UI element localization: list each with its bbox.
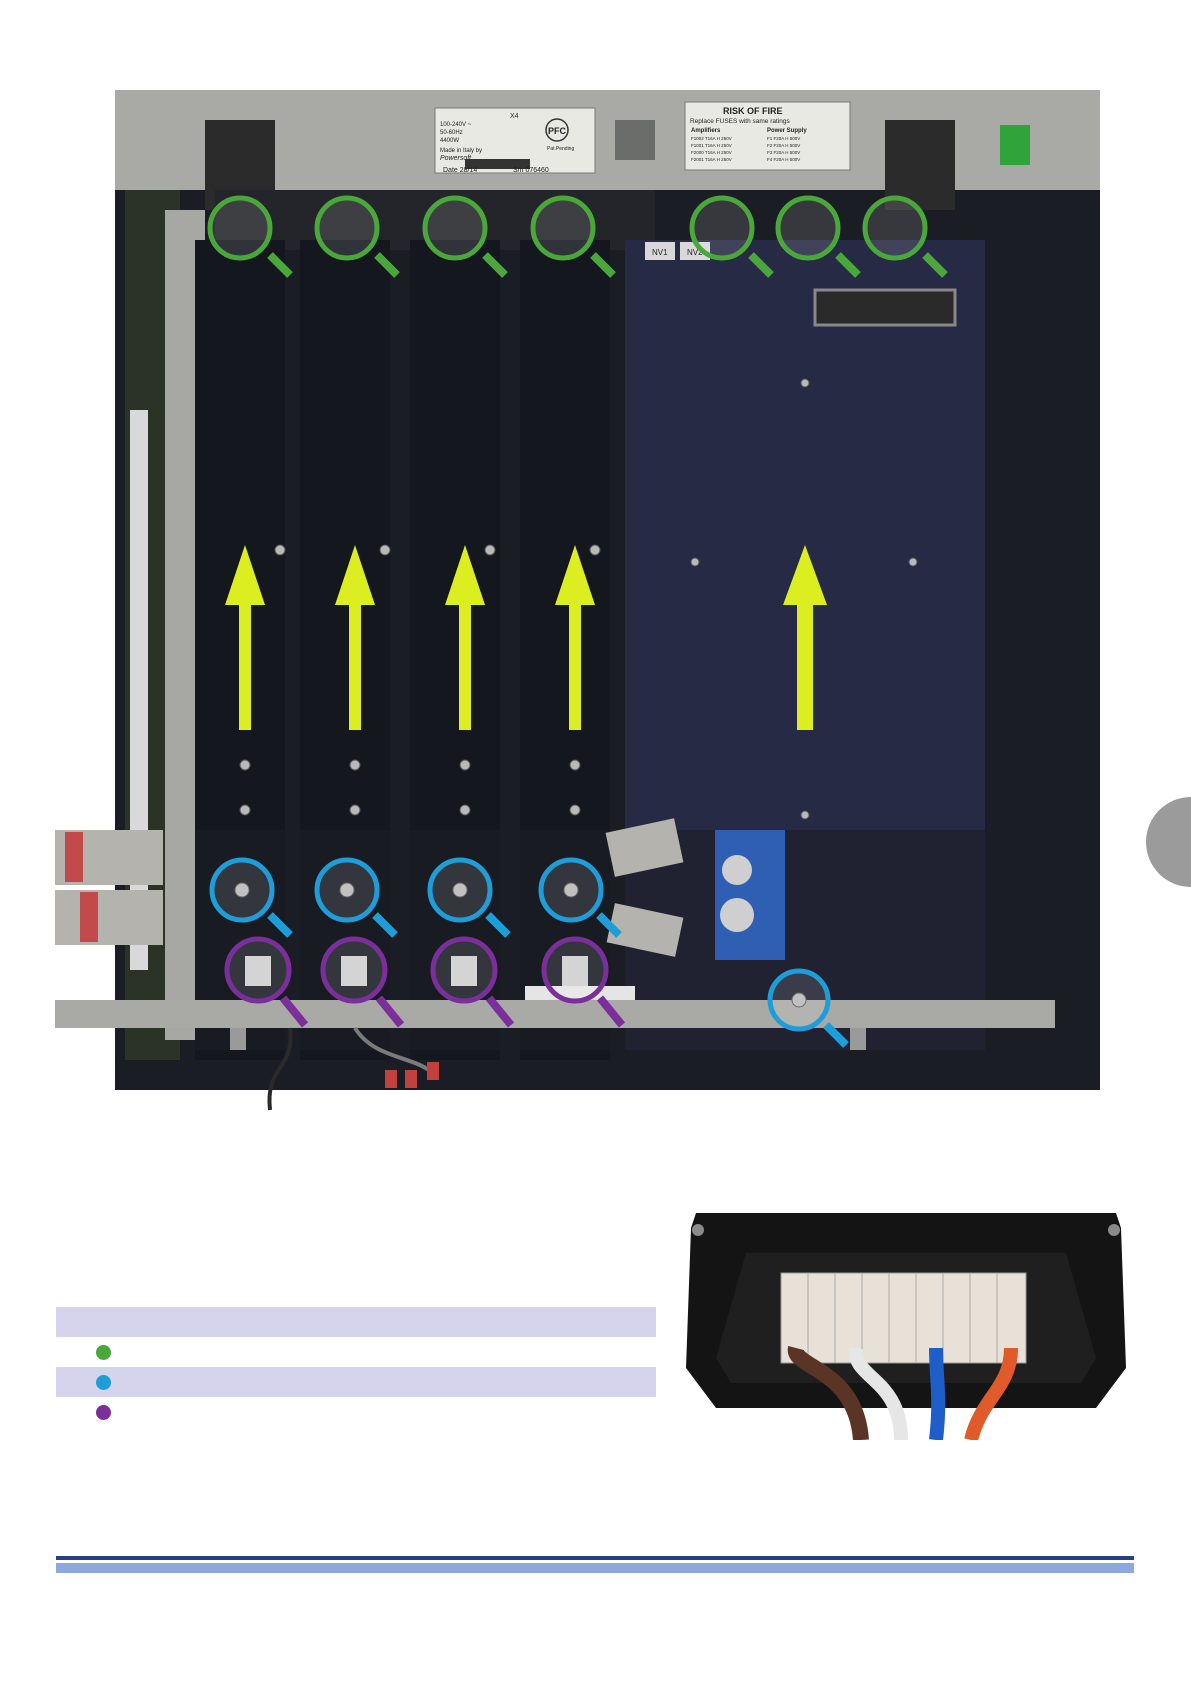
purple-marker-4 — [541, 936, 626, 1028]
blue-board — [715, 830, 785, 960]
svg-text:F2001 T16A H 250V: F2001 T16A H 250V — [691, 157, 732, 162]
psu-tag-2 — [680, 242, 710, 260]
green-dot-icon — [96, 1344, 111, 1360]
green-marker-4 — [530, 195, 616, 278]
arrow-up-1 — [225, 545, 265, 730]
blue-marker-1 — [209, 857, 293, 938]
psu-vent — [813, 288, 957, 327]
svg-text:PFC: PFC — [548, 126, 567, 136]
blue-marker-5 — [767, 968, 849, 1048]
legend-row-header — [56, 1307, 656, 1337]
green-marker-6 — [775, 195, 861, 278]
svg-text:S/n 076460: S/n 076460 — [513, 167, 549, 174]
green-connector — [1000, 125, 1030, 165]
arrow-up-2 — [335, 545, 375, 730]
blue-marker-2 — [314, 857, 398, 938]
housing-screw-left — [692, 1224, 704, 1236]
green-marker-7 — [862, 195, 948, 278]
svg-text:Made in Italy by: Made in Italy by — [440, 148, 482, 154]
svg-text:4400W: 4400W — [440, 138, 459, 144]
side-card — [130, 410, 148, 970]
footer-rule-light — [56, 1563, 1134, 1573]
footer-rule-dark — [56, 1556, 1134, 1560]
svg-text:F2000 T16A H 250V: F2000 T16A H 250V — [691, 150, 732, 155]
svg-text:F2 F20A H 500V: F2 F20A H 500V — [767, 143, 800, 148]
color-legend — [56, 1307, 656, 1427]
housing-screw-right — [1108, 1224, 1120, 1236]
svg-text:50-60Hz: 50-60Hz — [440, 130, 463, 136]
svg-text:F1002 T16A H 250V: F1002 T16A H 250V — [691, 136, 732, 141]
rating-label: X4 100-240V ~ 50-60Hz 4400W Made in Ital… — [434, 107, 596, 174]
arrow-up-3 — [445, 545, 485, 730]
green-marker-3 — [422, 195, 508, 278]
svg-text:Date 28/14: Date 28/14 — [443, 167, 477, 174]
svg-text:100-240V ~: 100-240V ~ — [440, 122, 472, 128]
svg-text:F1001 T16A H 250V: F1001 T16A H 250V — [691, 143, 732, 148]
wire-blue — [929, 1347, 946, 1440]
svg-text:NV2: NV2 — [687, 248, 703, 257]
fuse-label: RISK OF FIRE Replace FUSES with same rat… — [684, 101, 851, 171]
wire-white — [848, 1346, 908, 1440]
green-marker-1 — [207, 195, 293, 278]
terminal-block-photo — [686, 1213, 1126, 1440]
svg-text:Powersoft: Powersoft — [440, 155, 472, 162]
svg-text:Amplifiers: Amplifiers — [691, 128, 721, 134]
green-markers — [207, 195, 948, 278]
plug-2 — [405, 1070, 417, 1088]
svg-text:F4 F20A H 500V: F4 F20A H 500V — [767, 157, 800, 162]
front-connector-1 — [230, 1028, 246, 1050]
front-connector-2 — [850, 1028, 866, 1050]
green-marker-2 — [314, 195, 400, 278]
cable-black — [267, 1027, 293, 1111]
purple-markers — [224, 936, 626, 1028]
svg-text:F1 F20A H 500V: F1 F20A H 500V — [767, 136, 800, 141]
psu-tag-1 — [645, 242, 675, 260]
legend-row-green — [56, 1337, 656, 1367]
chapter-tab — [1146, 797, 1191, 887]
green-marker-5 — [689, 195, 774, 278]
blue-dot-icon — [96, 1374, 111, 1390]
purple-marker-1 — [224, 936, 309, 1028]
capacitor-2 — [720, 898, 754, 932]
plug-1 — [385, 1070, 397, 1088]
wire-brown — [787, 1346, 869, 1440]
legend-row-blue — [56, 1367, 656, 1397]
amplifier-chassis-photo: X4 100-240V ~ 50-60Hz 4400W Made in Ital… — [55, 90, 1100, 1111]
svg-text:F3 F20A H 500V: F3 F20A H 500V — [767, 150, 800, 155]
capacitor-1 — [722, 855, 752, 885]
blue-marker-4 — [538, 857, 622, 938]
svg-text:X4: X4 — [510, 113, 519, 120]
removal-arrows — [225, 545, 827, 730]
fan-right — [885, 120, 955, 210]
blue-markers — [209, 857, 849, 1048]
purple-dot-icon — [96, 1404, 111, 1420]
svg-text:NV1: NV1 — [652, 248, 668, 257]
blue-marker-3 — [427, 857, 511, 938]
ribbon-cables-left — [55, 830, 163, 945]
plug-3 — [427, 1062, 439, 1080]
bracket-notch — [615, 120, 655, 160]
legend-row-purple — [56, 1397, 656, 1427]
front-panel — [55, 1000, 1055, 1028]
svg-text:Power Supply: Power Supply — [767, 128, 807, 134]
ribbon-cables-right — [605, 818, 684, 957]
svg-text:Pat.Pending: Pat.Pending — [547, 146, 574, 152]
terminal-block — [780, 1272, 1027, 1364]
svg-text:Replace FUSES with same rating: Replace FUSES with same ratings — [690, 118, 790, 125]
arrow-up-4 — [555, 545, 595, 730]
purple-marker-3 — [430, 936, 515, 1028]
wire-orange — [964, 1347, 1018, 1440]
purple-marker-2 — [320, 936, 405, 1028]
arrow-up-psu — [783, 545, 827, 730]
svg-text:RISK OF FIRE: RISK OF FIRE — [723, 106, 783, 116]
